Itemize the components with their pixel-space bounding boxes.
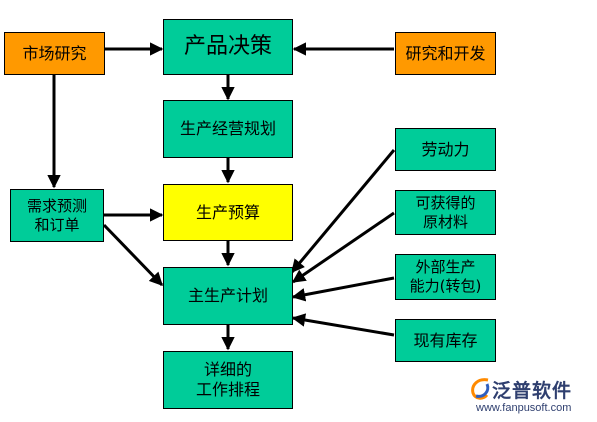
arrow-demand-to-master (102, 223, 164, 287)
detailed-schedule-box: 详细的 工作排程 (163, 351, 293, 409)
inventory-box: 现有库存 (395, 319, 496, 362)
arrow-inventory-to-master (291, 313, 395, 337)
raw-materials-box: 可获得的 原材料 (395, 190, 496, 235)
arrow-labor-to-master (290, 149, 396, 274)
master-schedule-box: 主生产计划 (163, 267, 293, 325)
logo-url: www.fanpusoft.com (476, 402, 572, 414)
fanpu-logo: 泛普软件 www.fanpusoft.com (468, 376, 594, 420)
production-budget-box: 生产预算 (163, 184, 293, 241)
product-decision-box: 产品决策 (163, 19, 293, 75)
logo-swirl-icon (471, 378, 490, 400)
logo-name: 泛普软件 (492, 380, 573, 402)
market-research-box: 市场研究 (4, 32, 105, 75)
research-dev-box: 研究和开发 (395, 32, 496, 75)
outsourcing-box: 外部生产 能力(转包) (395, 254, 496, 300)
arrow-outsourcing-to-master (291, 276, 395, 302)
labor-box: 劳动力 (395, 128, 496, 171)
arrow-materials-to-master (291, 211, 395, 284)
production-planning-box: 生产经营规划 (163, 100, 293, 158)
demand-forecast-box: 需求预测 和订单 (10, 189, 104, 242)
